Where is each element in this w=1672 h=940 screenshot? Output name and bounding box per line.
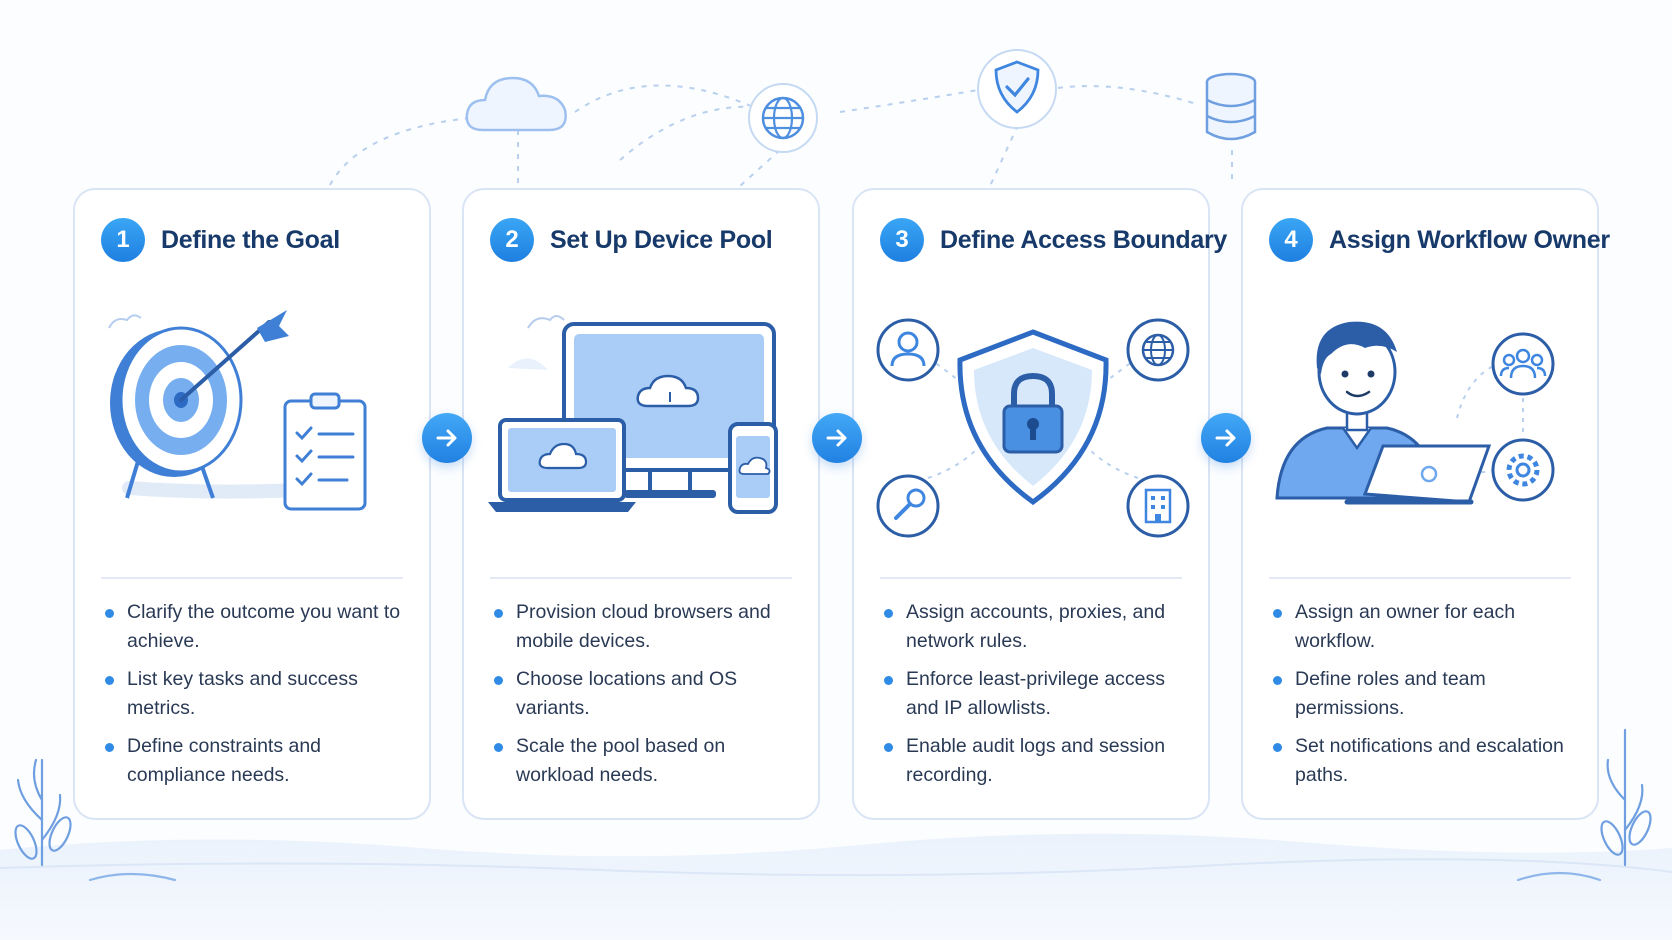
shield-check-icon	[977, 49, 1057, 129]
arrow-right-icon	[812, 413, 862, 463]
bullet-item: Define roles and team permissions.	[1273, 665, 1581, 723]
card-divider	[1269, 577, 1571, 579]
card-divider	[880, 577, 1182, 579]
step-card-device-pool: 2 Set Up Device Pool Provision cloud bro…	[462, 188, 820, 820]
step-header: 1 Define the Goal	[101, 216, 419, 264]
monitor-laptop-phone-illustration	[488, 315, 778, 514]
step-header: 2 Set Up Device Pool	[490, 216, 808, 264]
step-number-badge: 3	[880, 218, 924, 262]
bullet-item: Provision cloud browsers and mobile devi…	[494, 598, 802, 656]
bullet-item: Choose locations and OS variants.	[494, 665, 802, 723]
shield-lock-network-illustration	[876, 318, 1190, 538]
arrow-right-icon	[422, 413, 472, 463]
step-title: Define Access Boundary	[940, 225, 1228, 254]
card-divider	[101, 577, 403, 579]
step-title: Assign Workflow Owner	[1329, 225, 1610, 254]
step-card-define-goal: 1 Define the Goal Clarify the outcome yo…	[73, 188, 431, 820]
step-title: Set Up Device Pool	[550, 225, 773, 254]
arrow-right-icon	[1201, 413, 1251, 463]
bullet-item: Define constraints and compliance needs.	[105, 732, 413, 790]
step-bullet-list: Assign accounts, proxies, and network ru…	[884, 598, 1192, 799]
target-arrow-clipboard-illustration	[108, 310, 367, 511]
bullet-item: Assign an owner for each workflow.	[1273, 598, 1581, 656]
bullet-item: List key tasks and success metrics.	[105, 665, 413, 723]
step-number-badge: 1	[101, 218, 145, 262]
step-number-badge: 2	[490, 218, 534, 262]
bullet-item: Scale the pool based on workload needs.	[494, 732, 802, 790]
globe-icon	[748, 83, 818, 153]
step-header: 3 Define Access Boundary	[880, 216, 1227, 264]
cloud-icon	[465, 76, 567, 132]
card-divider	[490, 577, 792, 579]
step-bullet-list: Assign an owner for each workflow. Defin…	[1273, 598, 1581, 799]
person-laptop-illustration	[1275, 321, 1555, 505]
step-card-workflow-owner: 4 Assign Workflow Owner Assign an owner …	[1241, 188, 1610, 820]
bullet-item: Assign accounts, proxies, and network ru…	[884, 598, 1192, 656]
step-card-access-boundary: 3 Define Access Boundary Assign accounts…	[852, 188, 1227, 820]
step-number-badge: 4	[1269, 218, 1313, 262]
bullet-item: Enable audit logs and session recording.	[884, 732, 1192, 790]
bullet-item: Set notifications and escalation paths.	[1273, 732, 1581, 790]
database-icon	[1205, 72, 1257, 141]
step-bullet-list: Provision cloud browsers and mobile devi…	[494, 598, 802, 799]
bullet-item: Clarify the outcome you want to achieve.	[105, 598, 413, 656]
bullet-item: Enforce least-privilege access and IP al…	[884, 665, 1192, 723]
step-title: Define the Goal	[161, 225, 340, 254]
step-header: 4 Assign Workflow Owner	[1269, 216, 1610, 264]
step-bullet-list: Clarify the outcome you want to achieve.…	[105, 598, 413, 799]
